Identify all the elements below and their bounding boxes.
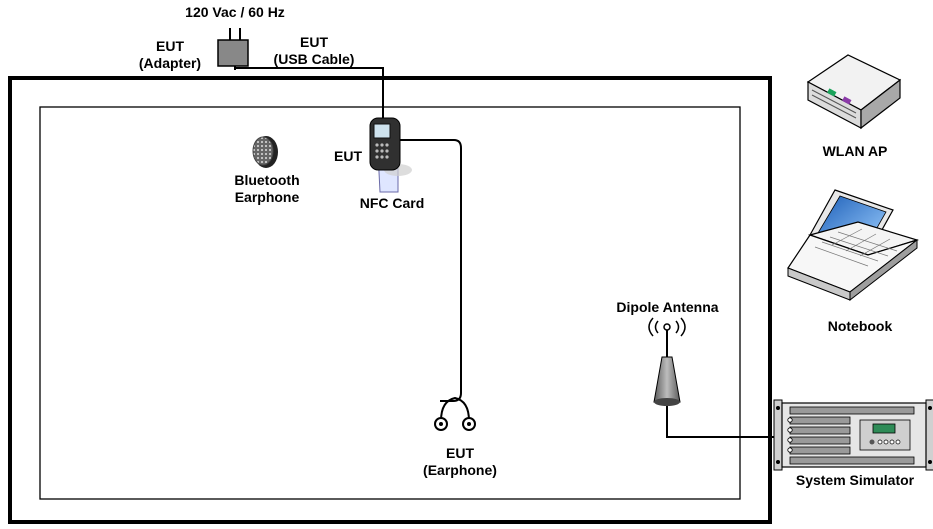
bluetooth-earphone-label: Bluetooth Earphone [212, 172, 322, 206]
bluetooth-earphone-line2: Earphone [234, 189, 300, 205]
eut-earphone-line2: (Earphone) [423, 462, 497, 478]
usb-cable [235, 67, 384, 118]
rf-cable [666, 402, 786, 438]
system-simulator-icon [773, 399, 933, 471]
nfc-card-label: NFC Card [359, 195, 425, 211]
wlan-ap-label: WLAN AP [822, 143, 888, 159]
notebook-icon [787, 189, 920, 302]
eut-phone-label: EUT [334, 148, 362, 164]
chamber-inner-wall [39, 106, 741, 500]
notebook-label: Notebook [827, 318, 893, 334]
power-label: 120 Vac / 60 Hz [185, 4, 285, 20]
eut-earphone-label: EUT (Earphone) [405, 445, 515, 479]
eut-usb-label: EUT (USB Cable) [254, 34, 374, 68]
dipole-antenna-label: Dipole Antenna [616, 299, 719, 315]
adapter-icon [217, 28, 249, 70]
dipole-antenna-icon [648, 317, 686, 406]
earphone-icon [434, 417, 476, 431]
eut-adapter-line2: (Adapter) [138, 55, 202, 71]
eut-adapter-line1: EUT [156, 38, 184, 54]
earphone-split [440, 396, 470, 422]
bluetooth-earphone-icon [252, 136, 278, 168]
bluetooth-earphone-line1: Bluetooth [234, 172, 300, 188]
earphone-cable [399, 139, 462, 402]
eut-earphone-line1: EUT [446, 445, 474, 461]
system-simulator-label: System Simulator [795, 472, 915, 488]
eut-usb-line1: EUT [300, 34, 328, 50]
chamber-outer-wall [8, 76, 772, 524]
phone-icon [369, 117, 412, 176]
eut-usb-line2: (USB Cable) [273, 51, 355, 67]
wlan-ap-icon [806, 54, 902, 130]
eut-adapter-label: EUT (Adapter) [120, 38, 220, 72]
